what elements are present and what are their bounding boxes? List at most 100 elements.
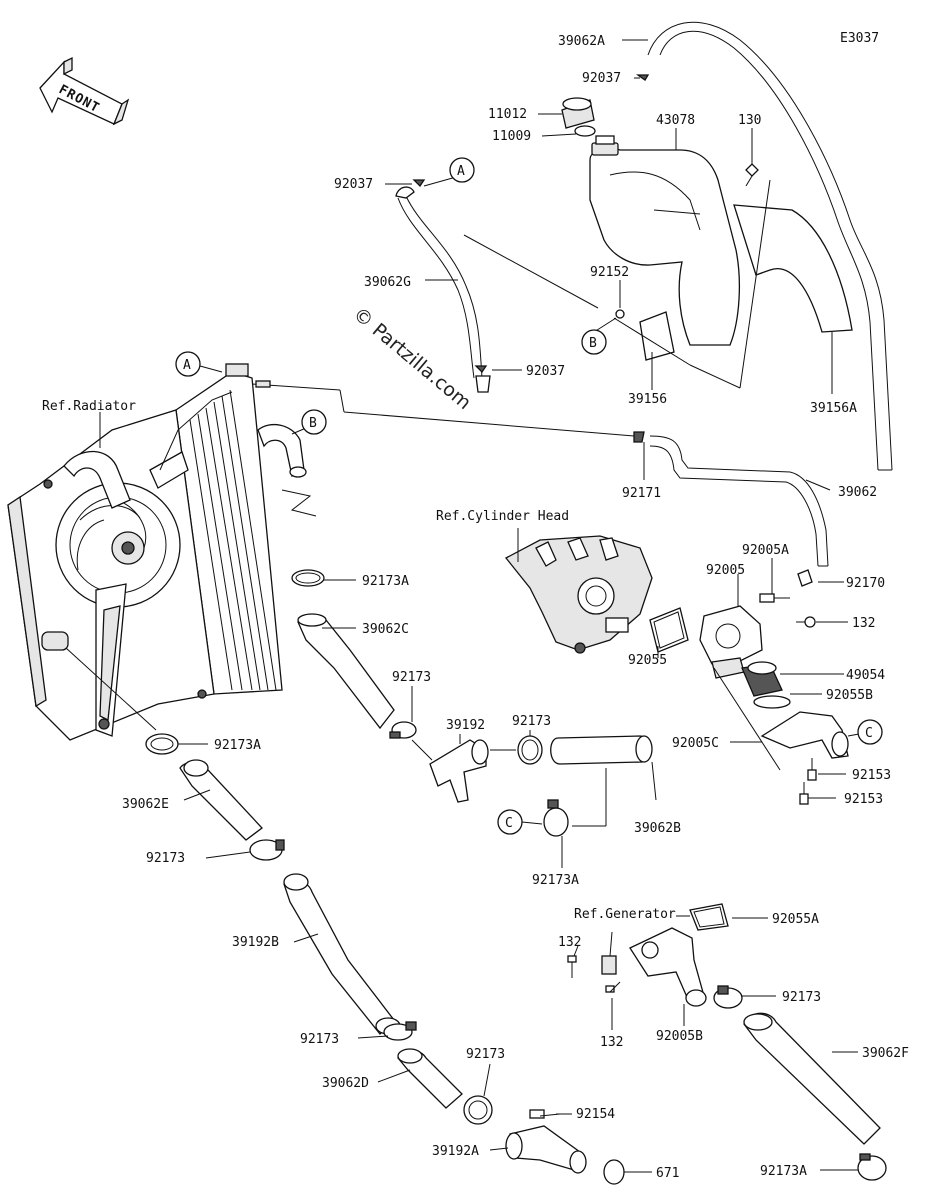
overflow-hose-39062A — [647, 21, 893, 471]
bolt-92153-a — [807, 758, 817, 781]
part-label: 39062F — [862, 1046, 909, 1061]
part-label: 130 — [738, 113, 761, 128]
part-label: 92037 — [334, 177, 373, 192]
radiator-fins — [189, 389, 277, 691]
clamp-92173-a — [389, 721, 417, 739]
part-label: 92173 — [392, 670, 431, 685]
marker-b-right: B — [581, 329, 607, 355]
generator-ref — [601, 955, 617, 975]
break-line-right — [281, 489, 317, 517]
part-label: 39062A — [558, 34, 605, 49]
bolt-92153-b — [799, 782, 809, 805]
leader-lines — [99, 39, 871, 1173]
part-label: 92153 — [852, 768, 891, 783]
part-label: 671 — [656, 1166, 679, 1181]
part-label: 92005A — [742, 543, 789, 558]
reservoir-cap-11012 — [561, 97, 595, 129]
bracket-39156A — [733, 204, 853, 333]
part-label: 39062E — [122, 797, 169, 812]
front-arrow-icon: FRONT — [39, 56, 130, 126]
part-label: 39192 — [446, 718, 485, 733]
part-label: 92055 — [628, 653, 667, 668]
part-label: 92154 — [576, 1107, 615, 1122]
thermostat-cover-92005C — [760, 711, 849, 759]
part-label: 92153 — [844, 792, 883, 807]
marker-a-left: A — [175, 351, 201, 377]
hose-39062D — [397, 1048, 463, 1109]
part-label: 92173 — [466, 1047, 505, 1062]
watermark: © Partzilla.com — [349, 303, 475, 414]
part-label: 92170 — [846, 576, 885, 591]
part-label: 11012 — [488, 107, 527, 122]
filler-hose-line — [251, 380, 635, 437]
svg-text:B: B — [589, 336, 597, 351]
marker-c-mid: C — [497, 809, 523, 835]
thermostat-housing-92005 — [699, 605, 763, 679]
part-label: 43078 — [656, 113, 695, 128]
hose-39062C — [297, 613, 395, 730]
clamp-92173-b — [517, 735, 543, 765]
assembly-guide-line — [713, 667, 781, 771]
fitting-92170 — [797, 569, 813, 587]
part-label: 92005C — [672, 736, 719, 751]
diagram-code: E3037 — [840, 31, 879, 46]
hose-clip-92171 — [633, 431, 645, 443]
clamp-92173A-left — [145, 733, 179, 755]
part-label: 39062B — [634, 821, 681, 836]
part-labels: 39062A 92037 11012 11009 43078 130 92037… — [122, 34, 909, 1181]
hose-clip-92037-left — [412, 179, 426, 188]
clamp-92173A-bot — [857, 1153, 887, 1181]
svg-text:C: C — [505, 816, 513, 831]
part-label: 11009 — [492, 129, 531, 144]
clamp-92173A-top — [291, 569, 325, 587]
radiator-assembly — [7, 363, 283, 741]
clamp-92173-d — [713, 985, 743, 1009]
part-label: 92173A — [760, 1164, 807, 1179]
part-label: 49054 — [846, 668, 885, 683]
part-label: 92173 — [512, 714, 551, 729]
part-label: 92173A — [362, 574, 409, 589]
part-label: 92173A — [532, 873, 579, 888]
thermostat-49054 — [741, 661, 783, 697]
o-ring-671 — [603, 1159, 625, 1185]
cylinder-head-ref — [505, 535, 653, 654]
hose-39062 — [649, 435, 829, 567]
part-label: 92173 — [300, 1032, 339, 1047]
part-label: 92173 — [146, 851, 185, 866]
svg-text:A: A — [457, 164, 465, 179]
part-label: 92037 — [526, 364, 565, 379]
part-label: 92055A — [772, 912, 819, 927]
pipe-39192A — [505, 1109, 587, 1174]
hose-39192B — [283, 873, 401, 1035]
ref-cylinder-head-label: Ref.Cylinder Head — [436, 509, 569, 524]
part-label: 39062 — [838, 485, 877, 500]
svg-text:C: C — [865, 726, 873, 741]
bolt-92005A — [759, 593, 790, 603]
part-label: 39062C — [362, 622, 409, 637]
part-label: 92152 — [590, 265, 629, 280]
grommet-92152 — [615, 309, 625, 319]
bolt-132-left — [567, 955, 577, 978]
ref-radiator-label: Ref.Radiator — [42, 399, 136, 414]
bolt-130 — [745, 163, 759, 187]
bolt-132-top — [796, 616, 816, 628]
part-label: 92055B — [826, 688, 873, 703]
hose-clip-92037-mid — [474, 365, 488, 374]
hose-39062B — [550, 735, 653, 765]
part-label: 92005B — [656, 1029, 703, 1044]
part-label: 132 — [852, 616, 875, 631]
part-label: 92037 — [582, 71, 621, 86]
reservoir-tank-43078 — [589, 135, 741, 346]
clamp-92173-c — [249, 839, 285, 861]
cap-gasket-11009 — [574, 125, 596, 137]
radiator-pipe-b — [257, 423, 307, 478]
part-label: 92173 — [782, 990, 821, 1005]
ref-generator-label: Ref.Generator — [574, 907, 676, 922]
part-label: 132 — [600, 1035, 623, 1050]
part-label: 92171 — [622, 486, 661, 501]
hose-39062E — [179, 759, 263, 841]
part-label: 39192B — [232, 935, 279, 950]
part-label: 39062G — [364, 275, 411, 290]
svg-text:B: B — [309, 416, 317, 431]
marker-b-left: B — [301, 409, 327, 435]
